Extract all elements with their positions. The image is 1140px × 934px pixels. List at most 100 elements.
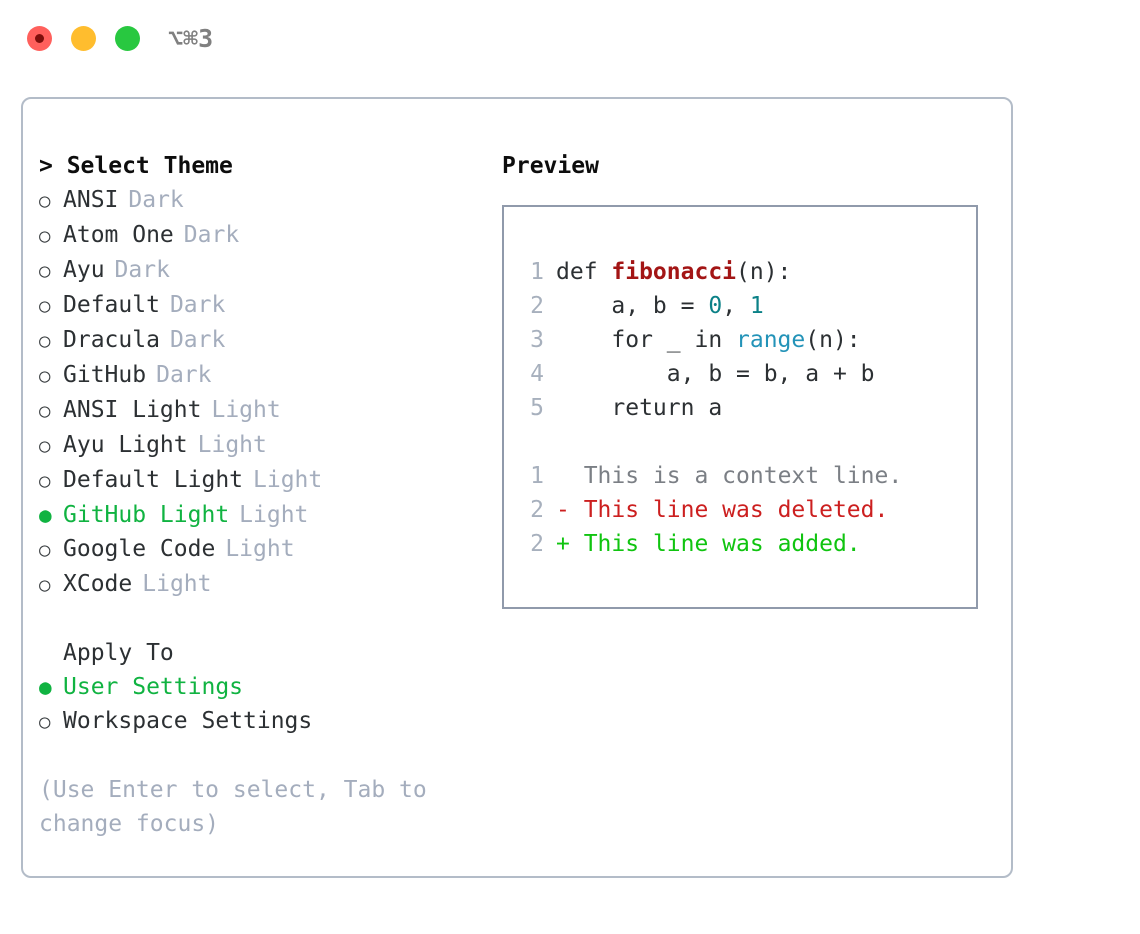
theme-option-name: Ayu (63, 257, 105, 283)
radio-selected-icon: ● (39, 675, 52, 699)
diff-line-ctx: 1 This is a context line. (518, 459, 976, 493)
code-token-plain: for _ in (556, 327, 737, 353)
code-token-plain: (n): (736, 259, 792, 285)
code-token-num: 1 (749, 293, 764, 319)
radio-unselected-icon: ○ (39, 365, 51, 387)
theme-option-tag: Dark (169, 292, 226, 318)
code-token-num: 0 (708, 293, 723, 319)
diff-line-del: 2- This line was deleted. (518, 493, 976, 527)
radio-unselected-icon: ○ (39, 435, 51, 457)
radio-unselected-icon: ○ (39, 260, 51, 282)
code-token-plain: a, b = (556, 293, 709, 319)
theme-option-name: Default Light (63, 467, 244, 493)
diff-marker: + (556, 531, 584, 557)
radio-unselected-icon: ○ (39, 400, 51, 422)
theme-option-tag: Dark (128, 187, 184, 213)
code-token-fn: fibonacci (611, 259, 737, 285)
line-number: 1 (530, 259, 544, 285)
diff-line-text: This is a context line. (583, 463, 903, 489)
line-number: 2 (530, 293, 544, 319)
theme-option-name: Default (63, 292, 160, 318)
theme-option-xcode[interactable]: ○ XCode Light (39, 567, 479, 602)
close-button[interactable] (27, 26, 52, 51)
line-number: 5 (530, 395, 544, 421)
diff-line-text: This line was added. (583, 531, 861, 557)
diff-marker (556, 459, 584, 493)
theme-option-tag: Light (253, 467, 323, 493)
radio-unselected-icon: ○ (39, 574, 51, 596)
code-line-text: return a (556, 391, 722, 425)
theme-option-tag: Light (142, 571, 212, 597)
theme-option-ansi[interactable]: ○ ANSI Dark (39, 183, 479, 218)
radio-unselected-icon: ○ (39, 295, 51, 317)
theme-option-tag: Light (211, 397, 281, 423)
theme-option-name: ANSI (63, 187, 119, 213)
apply-to-option-user-settings[interactable]: ● User Settings (39, 670, 479, 704)
theme-option-google-code[interactable]: ○ Google Code Light (39, 532, 479, 567)
radio-unselected-icon: ○ (39, 711, 51, 733)
radio-unselected-icon: ○ (39, 330, 51, 352)
radio-unselected-icon: ○ (39, 190, 51, 212)
radio-unselected-icon: ○ (39, 539, 51, 561)
theme-option-name: Dracula (63, 327, 160, 353)
code-line-text: a, b = 0, 1 (556, 289, 764, 323)
line-number: 2 (530, 531, 544, 557)
maximize-button[interactable] (115, 26, 140, 51)
line-number: 2 (530, 497, 544, 523)
preview-gap (518, 425, 976, 459)
radio-unselected-icon: ○ (39, 470, 51, 492)
theme-option-tag: Dark (114, 257, 170, 283)
select-theme-heading: > Select Theme (39, 153, 233, 179)
theme-option-tag: Dark (169, 327, 226, 353)
line-number: 1 (530, 463, 544, 489)
theme-option-name: Ayu Light (63, 432, 188, 458)
theme-option-github[interactable]: ○ GitHub Dark (39, 358, 479, 393)
theme-option-ayu[interactable]: ○ Ayu Dark (39, 253, 479, 288)
title-bar: ⌥⌘3 (0, 0, 1140, 78)
diff-line-text: This line was deleted. (583, 497, 889, 523)
theme-option-tag: Light (225, 536, 295, 562)
apply-to-option-workspace-settings[interactable]: ○Workspace Settings (39, 704, 479, 739)
code-line: 3 for _ in range(n): (518, 323, 976, 357)
code-token-plain: (n): (805, 327, 861, 353)
theme-option-name: Google Code (63, 536, 216, 562)
code-token-plain: , (722, 293, 750, 319)
theme-option-default-light[interactable]: ○ Default Light Light (39, 463, 479, 498)
theme-option-ansi-light[interactable]: ○ ANSI Light Light (39, 393, 479, 428)
preview-heading: Preview (502, 153, 599, 179)
code-token-call: range (736, 327, 806, 353)
theme-option-name: Atom One (63, 222, 174, 248)
radio-selected-icon: ● (39, 503, 52, 527)
theme-option-name: GitHub Light (63, 502, 230, 528)
theme-option-tag: Light (239, 502, 309, 528)
keyboard-shortcut-label: ⌥⌘3 (168, 24, 214, 53)
theme-option-name: GitHub (63, 362, 147, 388)
keyboard-hint-text: (Use Enter to select, Tab to change focu… (39, 777, 441, 837)
apply-to-option-name: User Settings (63, 674, 244, 700)
theme-option-default[interactable]: ○ Default Dark (39, 288, 479, 323)
theme-option-dracula[interactable]: ○ Dracula Dark (39, 323, 479, 358)
theme-option-name: ANSI Light (63, 397, 202, 423)
code-line: 4 a, b = b, a + b (518, 357, 976, 391)
list-spacer (39, 602, 479, 636)
apply-to-heading: Apply To (63, 640, 174, 666)
theme-option-tag: Dark (156, 362, 212, 388)
code-token-plain: def (556, 259, 612, 285)
code-line: 5 return a (518, 391, 976, 425)
theme-option-github-light[interactable]: ● GitHub Light Light (39, 498, 479, 532)
theme-option-name: XCode (63, 571, 133, 597)
minimize-button[interactable] (71, 26, 96, 51)
code-line: 2 a, b = 0, 1 (518, 289, 976, 323)
code-line: 1 def fibonacci(n): (518, 255, 976, 289)
code-token-plain: a, b = b, a + b (556, 361, 875, 387)
code-line-text: def fibonacci(n): (556, 255, 791, 289)
